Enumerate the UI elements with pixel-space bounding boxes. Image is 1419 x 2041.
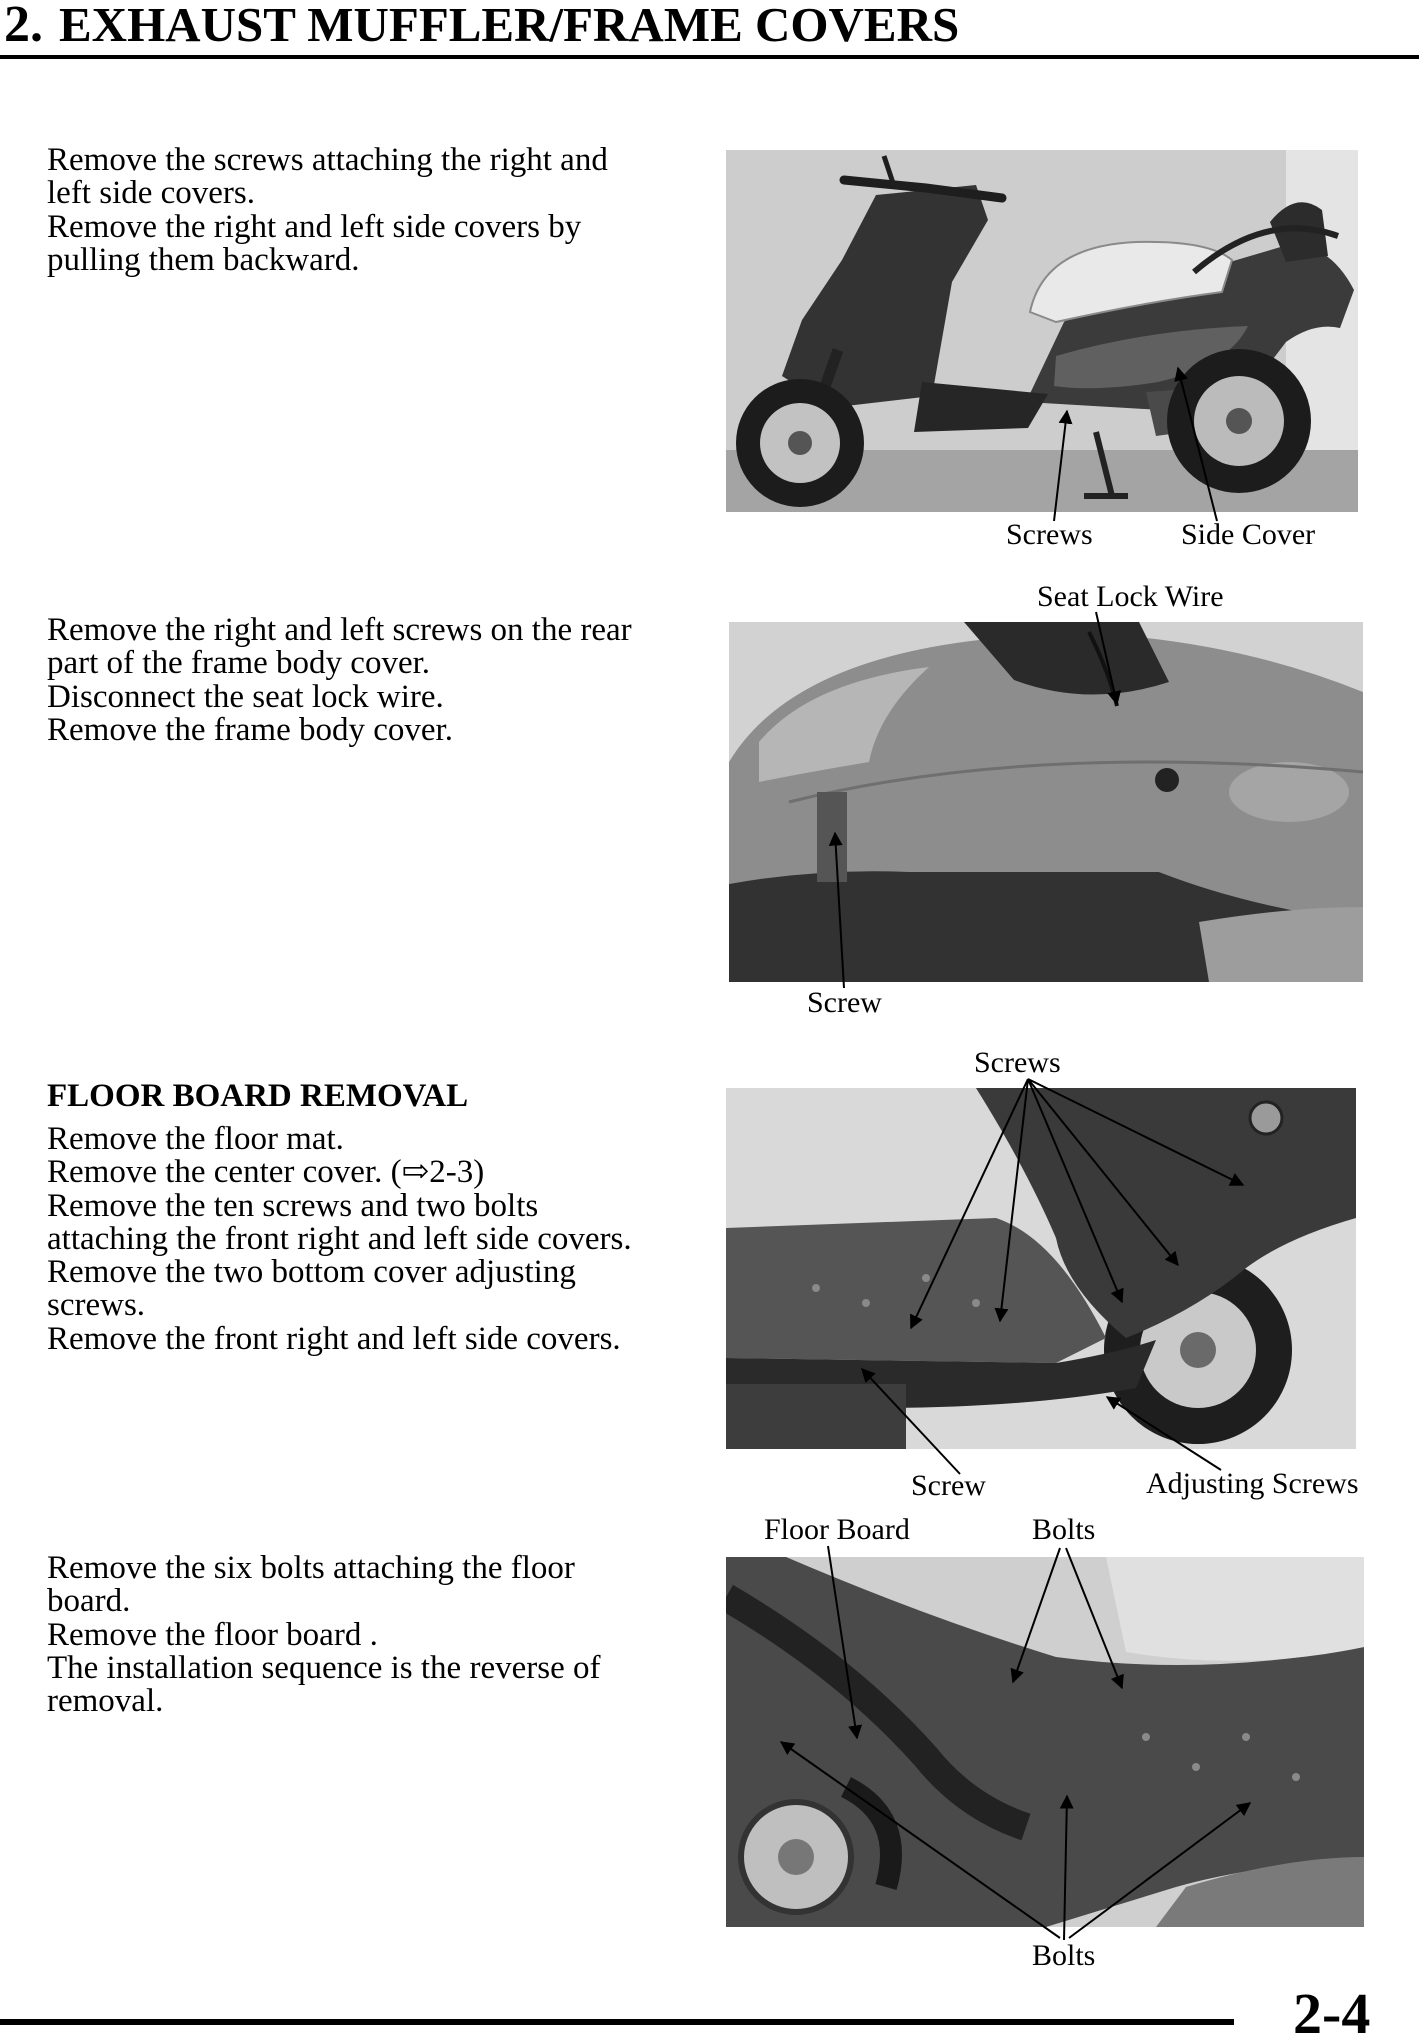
scooter-grab-rail: [1192, 225, 1340, 275]
instruction-line: board.: [47, 1583, 131, 1620]
front-side-covers-instructions: Remove the floor mat. Remove the center …: [47, 1121, 632, 1357]
section-number: 2.: [4, 0, 43, 53]
floor-hole: [922, 1274, 930, 1282]
bottom-screw-label: Screw: [911, 1469, 986, 1502]
instruction-line: screws.: [47, 1287, 146, 1324]
frame-body-cover-photo: [729, 622, 1363, 982]
screws-label: Screws: [1006, 518, 1093, 551]
upper-shield: [1106, 1557, 1364, 1661]
rear-panel: [1199, 907, 1363, 982]
rear-screw-bracket: [817, 792, 847, 882]
front-hub: [788, 431, 812, 455]
floor-board-photo: [726, 1557, 1364, 1927]
adjusting-screws-label: Adjusting Screws: [1146, 1467, 1359, 1500]
floor-hole: [812, 1284, 820, 1292]
seat-lock-wire-label: Seat Lock Wire: [1037, 580, 1224, 613]
cover-highlight: [759, 667, 929, 782]
cover-reflection: [1229, 762, 1349, 822]
engine-area: [726, 1384, 906, 1449]
instruction-line: Remove the screws attaching the right an…: [47, 142, 608, 178]
fuel-cap: [1248, 1100, 1284, 1136]
rear-hub: [1226, 408, 1252, 434]
scooter-mirror: [881, 155, 897, 187]
instruction-line: Remove the right and left side covers by: [47, 208, 582, 245]
instruction-line: part of the frame body cover.: [47, 645, 431, 682]
scooter-seat: [1028, 240, 1234, 324]
instruction-line: Remove the ten screws and two bolts: [47, 1187, 539, 1224]
floor-board-heading: FLOOR BOARD REMOVAL: [47, 1078, 469, 1114]
engine-cover-center: [778, 1839, 814, 1875]
rear-screw-label: Screw: [807, 986, 882, 1019]
footer-rule: [0, 2019, 1234, 2025]
page-title: 2. EXHAUST MUFFLER/FRAME COVERS: [4, 0, 960, 52]
frame-body-cover-instructions: Remove the right and left screws on the …: [47, 612, 632, 748]
instruction-line: Remove the six bolts attaching the floor: [47, 1550, 575, 1586]
instruction-line: attaching the front right and left side …: [47, 1220, 632, 1257]
cover-bolt: [1155, 768, 1179, 792]
lower-bolts-label: Bolts: [1032, 1939, 1096, 1972]
scooter-side-cover: [1054, 326, 1248, 389]
front-screws-label: Screws: [974, 1046, 1061, 1079]
floor-hole: [972, 1299, 980, 1307]
front-hub: [1180, 1332, 1216, 1368]
cover-crease: [788, 760, 1363, 804]
header-rule: [0, 55, 1419, 59]
instruction-line: The installation sequence is the reverse…: [47, 1649, 601, 1686]
section-title: EXHAUST MUFFLER/FRAME COVERS: [59, 0, 960, 52]
page-number: 2-4: [1293, 1981, 1371, 2041]
instruction-line: Remove the floor board .: [47, 1616, 378, 1653]
scooter-backrest: [1270, 202, 1328, 262]
floor-hole: [1292, 1773, 1300, 1781]
side-covers-instructions: Remove the screws attaching the right an…: [47, 142, 608, 278]
instruction-line: Remove the two bottom cover adjusting: [47, 1254, 576, 1291]
instruction-line: Remove the center cover. (⇨2-3): [47, 1154, 485, 1191]
side-cover-label: Side Cover: [1181, 518, 1316, 551]
instruction-line: left side covers.: [47, 175, 256, 212]
floor-hole: [1192, 1763, 1200, 1771]
instruction-line: Disconnect the seat lock wire.: [47, 678, 444, 715]
instruction-line: Remove the right and left screws on the …: [47, 612, 632, 648]
scooter-side-view-photo: [726, 150, 1358, 512]
upper-bolts-label: Bolts: [1032, 1513, 1096, 1546]
instruction-line: Remove the frame body cover.: [47, 711, 453, 748]
scooter-stand: [1084, 431, 1128, 499]
instruction-line: pulling them backward.: [47, 241, 360, 278]
floor-hole: [862, 1299, 870, 1307]
floor-board-instructions: Remove the six bolts attaching the floor…: [47, 1550, 601, 1720]
instruction-line: Remove the floor mat.: [47, 1121, 344, 1157]
floor-board-label: Floor Board: [764, 1513, 910, 1546]
scooter-handlebar: [839, 175, 1007, 203]
scooter-floorboard: [914, 382, 1048, 432]
floor-hole: [1242, 1733, 1250, 1741]
front-side-covers-photo: [726, 1088, 1356, 1449]
floor-hole: [1142, 1733, 1150, 1741]
instruction-line: removal.: [47, 1683, 164, 1720]
instruction-line: Remove the front right and left side cov…: [47, 1320, 621, 1357]
